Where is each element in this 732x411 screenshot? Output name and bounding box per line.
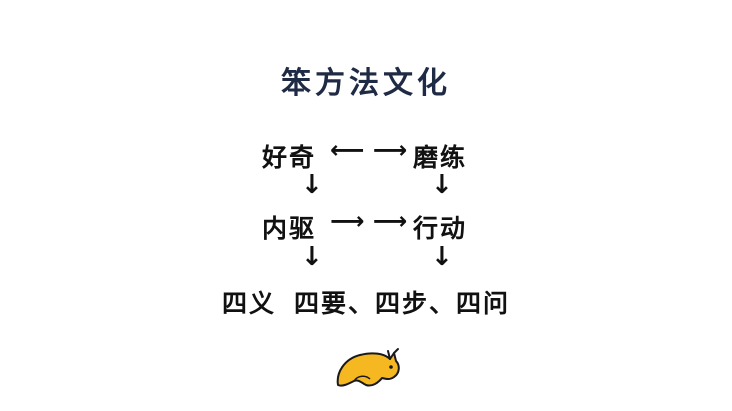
arrow-down-left-2: ↓ <box>301 242 323 272</box>
right-arrow: ⟶ ⟶ <box>330 207 408 235</box>
arrow-down-right-1: ↓ <box>431 170 453 200</box>
arrow-down-left-1: ↓ <box>301 170 323 200</box>
node-curiosity: 好奇 <box>262 143 317 172</box>
arrow-down-right-2: ↓ <box>431 242 453 272</box>
node-drive: 内驱 <box>262 214 317 243</box>
node-practice: 磨练 <box>413 143 468 172</box>
bottom-part-2: 四要、四步、四问 <box>294 289 511 318</box>
bottom-line: 四义四要、四步、四问 <box>0 284 732 320</box>
node-action: 行动 <box>413 214 468 243</box>
bottom-part-1: 四义 <box>221 289 276 318</box>
bidirectional-arrow: ⟵ ⟶ <box>330 136 408 164</box>
bull-logo-icon <box>336 348 400 387</box>
page-title: 笨方法文化 <box>281 66 451 101</box>
